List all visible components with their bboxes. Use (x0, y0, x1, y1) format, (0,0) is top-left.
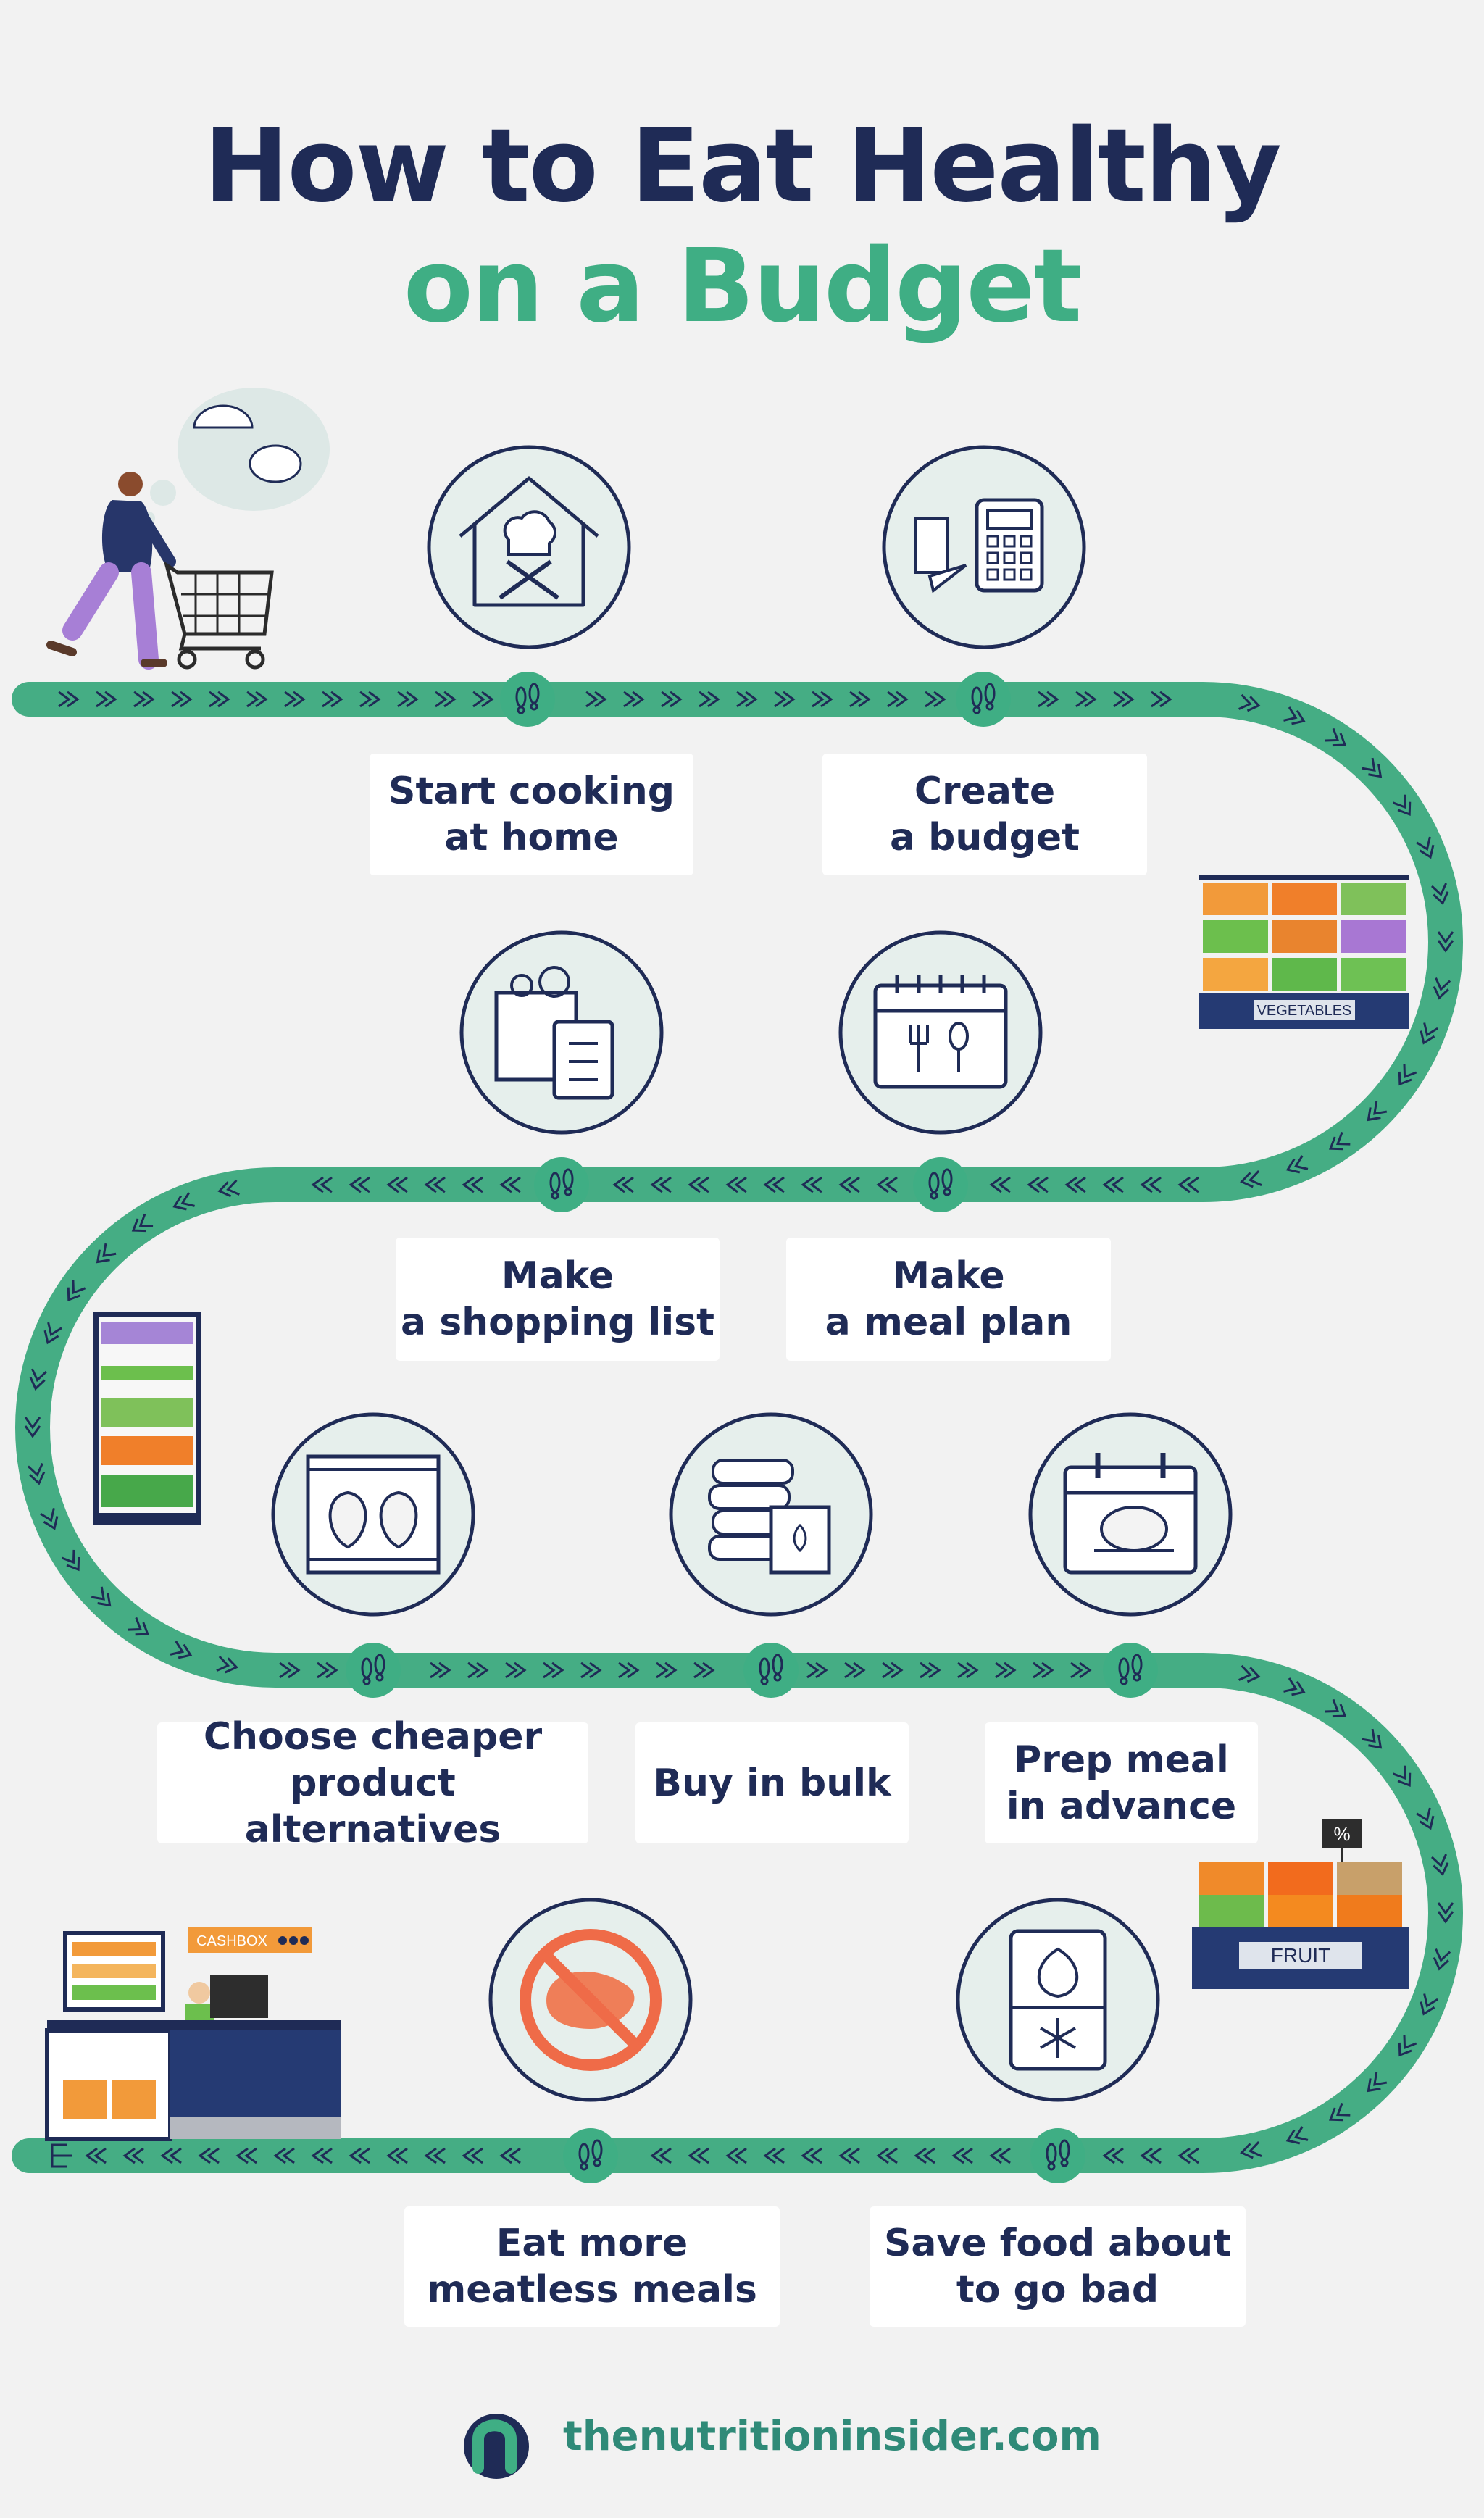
grocery-bag-list-icon (459, 930, 664, 1135)
chef-house-icon (427, 445, 631, 649)
cashbox-sign: CASHBOX (196, 1933, 267, 1949)
calendar-cutlery-icon (838, 930, 1043, 1135)
title-line-1: How to Eat Healthy (204, 107, 1281, 225)
fruit-sign: FRUIT (1271, 1944, 1330, 1967)
step-label-buy-bulk: Buy in bulk (635, 1722, 909, 1843)
title-line-2: on a Budget (403, 228, 1082, 346)
step-label-cheaper-alternatives: Choose cheaper product alternatives (157, 1715, 588, 1851)
footer-site-link[interactable]: thenutritioninsider.com (563, 2413, 1101, 2460)
step-label-start-cooking: Start cooking at home (370, 754, 693, 875)
site-logo (464, 2414, 529, 2479)
step-label-shopping-list: Make a shopping list (396, 1238, 720, 1361)
checkout-counter: CASHBOX (45, 1927, 341, 2141)
strawberry-display-icon (271, 1412, 475, 1617)
price-tag: % (1333, 1823, 1350, 1845)
footer: thenutritioninsider.com (547, 2413, 1101, 2460)
drinks-fridge (93, 1312, 201, 1525)
step-icons (271, 445, 1233, 2102)
vegetables-sign: VEGETABLES (1257, 1003, 1352, 1019)
shopper-illustration (46, 388, 330, 670)
bulk-bags-icon (669, 1412, 873, 1617)
step-label-create-budget: Create a budget (822, 754, 1147, 875)
step-label-meatless-meals: Eat more meatless meals (404, 2206, 780, 2327)
vegetables-stand: VEGETABLES (1199, 875, 1409, 1029)
exit-icon (51, 2143, 72, 2168)
no-meat-icon (488, 1898, 693, 2102)
fruit-stand: % FRUIT (1192, 1819, 1409, 1989)
step-label-meal-plan: Make a meal plan (786, 1238, 1111, 1361)
calendar-roast-chicken-icon (1028, 1412, 1233, 1617)
step-label-prep-meal: Prep meal in advance (985, 1722, 1258, 1843)
frozen-fish-icon (956, 1898, 1160, 2102)
calculator-groceries-icon (882, 445, 1086, 649)
step-label-save-food: Save food about to go bad (870, 2206, 1246, 2327)
